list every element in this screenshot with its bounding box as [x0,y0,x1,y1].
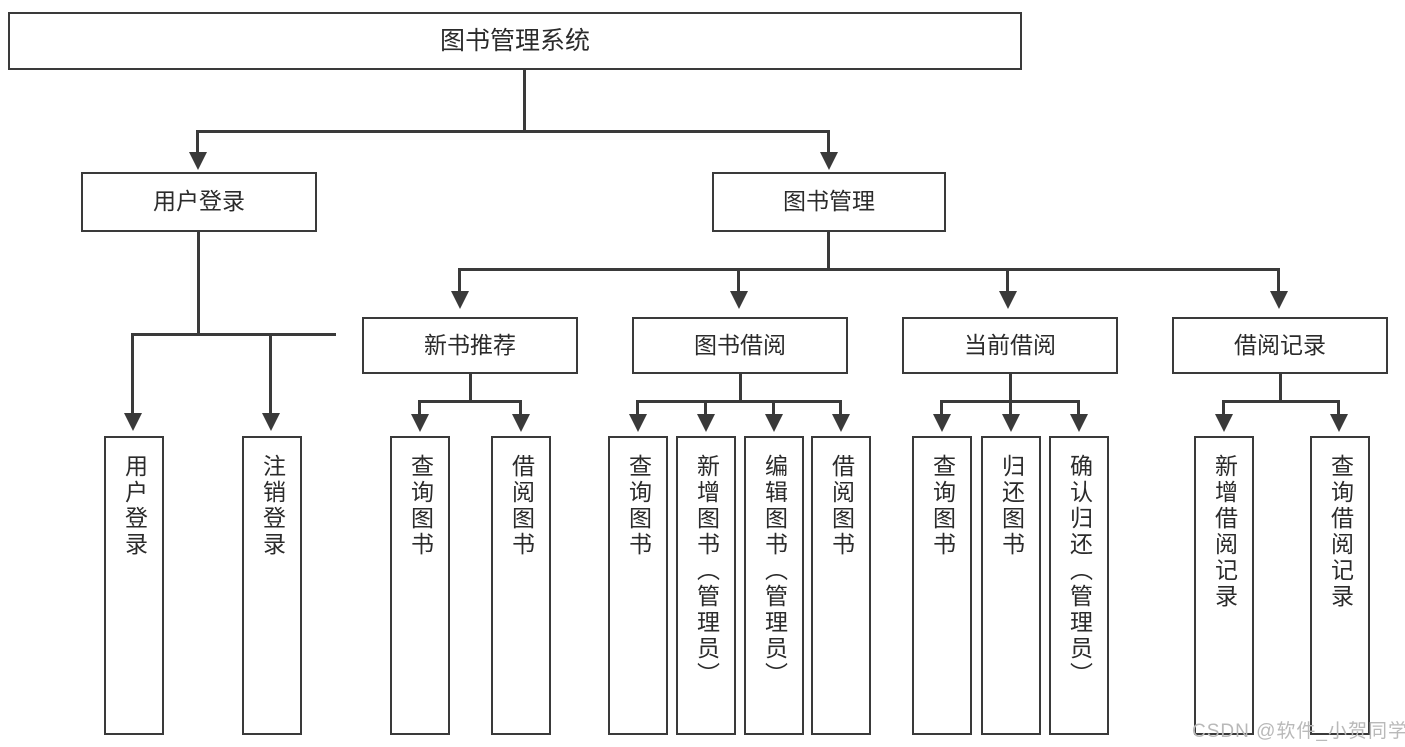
leaf-bookborrow-borrow-book[interactable]: 借阅图书 [811,436,871,735]
leaf-logout-login[interactable]: 注销登录 [242,436,302,735]
arrowhead-bookborrow-leaf-3 [765,414,783,432]
node-label: 确认归还（管理员） [1066,454,1093,688]
connector-newbook-bus [418,400,522,403]
connector-bookborrow-drop-2 [704,400,707,416]
arrowhead-currentborrow-leaf-1 [933,414,951,432]
connector-userlogin-bus [131,333,336,336]
connector-borrowrecord-bus [1222,400,1340,403]
node-label: 图书管理 [783,188,875,215]
node-label: 查询图书 [929,454,956,558]
node-label: 归还图书 [998,454,1025,558]
arrowhead-bookborrow-leaf-4 [832,414,850,432]
connector-root-bus [196,130,829,133]
arrowhead-currentborrow-leaf-3 [1070,414,1088,432]
node-user-login[interactable]: 用户登录 [81,172,317,232]
connector-userlogin-drop-1 [131,333,134,415]
node-label: 注销登录 [259,454,286,558]
connector-newbook-drop-1 [418,400,421,416]
connector-bookborrow-drop-4 [839,400,842,416]
node-label: 用户登录 [121,454,148,558]
connector-borrowrecord-drop-1 [1222,400,1225,416]
arrowhead-to-userlogin [189,152,207,170]
arrowhead-to-bookborrow [730,291,748,309]
node-label: 新书推荐 [424,331,516,358]
node-book-management[interactable]: 图书管理 [712,172,946,232]
arrowhead-currentborrow-leaf-2 [1002,414,1020,432]
leaf-bookborrow-query-book[interactable]: 查询图书 [608,436,668,735]
node-borrow-record[interactable]: 借阅记录 [1172,317,1388,374]
leaf-bookborrow-edit-book[interactable]: 编辑图书（管理员） [744,436,804,735]
connector-root-trunk [523,70,526,132]
node-book-borrow[interactable]: 图书借阅 [632,317,848,374]
node-label: 查询图书 [625,454,652,558]
connector-bookborrow-trunk [739,374,742,402]
node-label: 查询图书 [407,454,434,558]
arrowhead-bookborrow-leaf-2 [697,414,715,432]
arrowhead-to-borrowrecord [1270,291,1288,309]
leaf-currentborrow-return-book[interactable]: 归还图书 [981,436,1041,735]
arrowhead-borrowrecord-leaf-2 [1330,414,1348,432]
connector-bookborrow-drop-1 [636,400,639,416]
connector-currentborrow-trunk [1009,374,1012,402]
arrowhead-bookborrow-leaf-1 [629,414,647,432]
connector-bookmgmt-drop-3 [1006,268,1009,293]
connector-bookmgmt-drop-1 [458,268,461,293]
node-label: 编辑图书（管理员） [761,454,788,688]
connector-borrowrecord-drop-2 [1337,400,1340,416]
node-label: 新增借阅记录 [1211,454,1238,610]
leaf-currentborrow-confirm-return[interactable]: 确认归还（管理员） [1049,436,1109,735]
connector-root-to-bookmgmt [827,130,830,154]
connector-userlogin-trunk [197,232,200,335]
arrowhead-to-newbook [451,291,469,309]
node-label: 当前借阅 [964,331,1056,358]
connector-newbook-trunk [469,374,472,402]
connector-bookmgmt-drop-2 [737,268,740,293]
node-label: 新增图书（管理员） [693,454,720,688]
connector-bookmgmt-bus [458,268,1280,271]
connector-bookborrow-bus [636,400,842,403]
connector-bookmgmt-drop-4 [1277,268,1280,293]
node-label: 图书管理系统 [439,27,590,55]
connector-currentborrow-drop-1 [940,400,943,416]
node-label: 用户登录 [153,188,245,215]
connector-currentborrow-drop-2 [1009,400,1012,416]
arrowhead-borrowrecord-leaf-1 [1215,414,1233,432]
node-label: 图书借阅 [694,331,786,358]
leaf-user-login[interactable]: 用户登录 [104,436,164,735]
arrowhead-newbook-leaf-1 [411,414,429,432]
node-label: 借阅图书 [828,454,855,558]
connector-bookborrow-drop-3 [772,400,775,416]
node-label: 借阅记录 [1234,331,1326,358]
connector-borrowrecord-trunk [1279,374,1282,402]
leaf-newbook-query-book[interactable]: 查询图书 [390,436,450,735]
node-current-borrow[interactable]: 当前借阅 [902,317,1118,374]
connector-currentborrow-drop-3 [1077,400,1080,416]
node-root-system[interactable]: 图书管理系统 [8,12,1022,70]
node-new-book-recommend[interactable]: 新书推荐 [362,317,578,374]
leaf-newbook-borrow-book[interactable]: 借阅图书 [491,436,551,735]
connector-bookmgmt-trunk [827,232,830,271]
node-label: 查询借阅记录 [1327,454,1354,610]
connector-root-to-userlogin [196,130,199,154]
connector-newbook-drop-2 [519,400,522,416]
connector-userlogin-drop-2 [269,333,272,415]
node-label: 借阅图书 [508,454,535,558]
arrowhead-userlogin-leaf-2 [262,413,280,431]
leaf-borrowrecord-add-record[interactable]: 新增借阅记录 [1194,436,1254,735]
arrowhead-userlogin-leaf-1 [124,413,142,431]
arrowhead-to-currentborrow [999,291,1017,309]
leaf-bookborrow-add-book[interactable]: 新增图书（管理员） [676,436,736,735]
csdn-watermark: CSDN @软件_小贺同学 [1192,721,1405,742]
arrowhead-newbook-leaf-2 [512,414,530,432]
leaf-currentborrow-query-book[interactable]: 查询图书 [912,436,972,735]
arrowhead-to-bookmgmt [820,152,838,170]
leaf-borrowrecord-query-record[interactable]: 查询借阅记录 [1310,436,1370,735]
